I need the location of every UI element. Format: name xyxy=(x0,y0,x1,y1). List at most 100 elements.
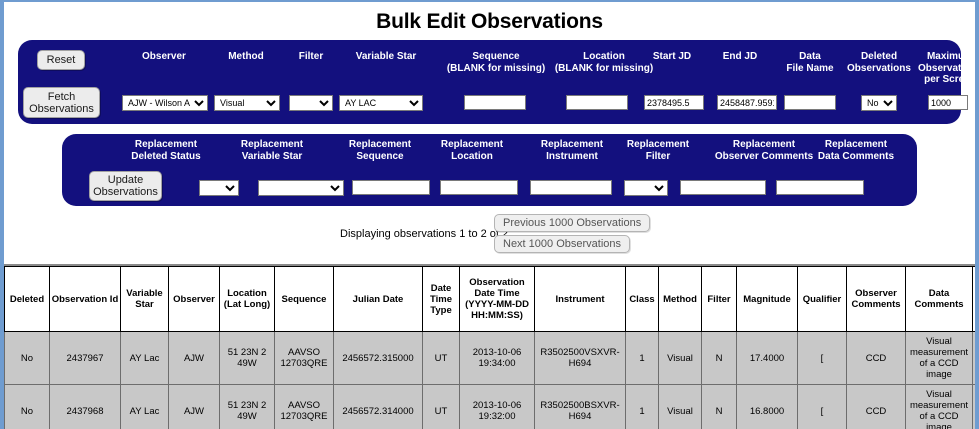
replacement-input-repl-variable-star[interactable] xyxy=(258,180,344,196)
table-header-cell: Method xyxy=(658,266,702,332)
filter-label-startjd: Start JD xyxy=(652,51,692,62)
replacement-input-repl-location[interactable] xyxy=(440,180,518,195)
table-cell: AY Lac xyxy=(120,384,169,429)
table-cell: AJW xyxy=(168,331,220,385)
table-cell: AY Lac xyxy=(120,331,169,385)
filter-label-location: Location(BLANK for missing) xyxy=(554,51,654,74)
table-cell: R3502500BSXVR-H694 xyxy=(534,384,626,429)
table-header-cell: Class xyxy=(625,266,659,332)
filter-input-deletedobs[interactable]: No xyxy=(861,95,897,111)
replacement-input-repl-observer-comments[interactable] xyxy=(680,180,766,195)
pagination-bar: Displaying observations 1 to 2 of 2. Pre… xyxy=(4,212,975,254)
table-cell: 2437968 xyxy=(49,384,121,429)
table-cell: Visual measurement of a CCD image xyxy=(905,331,973,385)
table-cell: [ xyxy=(797,384,847,429)
fetch-observations-button[interactable]: Fetch Observations xyxy=(23,87,100,118)
filter-label-observer: Observer xyxy=(142,51,186,62)
filter-input-sequence[interactable] xyxy=(464,95,526,110)
table-cell: 2013-10-06 19:32:00 xyxy=(459,384,535,429)
table-cell: 2437967 xyxy=(49,331,121,385)
filter-input-observer[interactable]: AJW - Wilson A J xyxy=(122,95,208,111)
table-cell: 2013-10-06 19:34:00 xyxy=(459,331,535,385)
table-cell: UT xyxy=(422,331,460,385)
replacement-input-repl-data-comments[interactable] xyxy=(776,180,864,195)
table-header-cell: Julian Date xyxy=(333,266,423,332)
next-1000-observations-button[interactable]: Next 1000 Observations xyxy=(494,235,631,253)
table-cell: 2456572.314000 xyxy=(333,384,423,429)
table-header-cell: Observer xyxy=(168,266,220,332)
browser-frame-top-edge xyxy=(0,0,979,2)
table-header-cell: Instrument xyxy=(534,266,626,332)
replacement-input-repl-filter[interactable] xyxy=(624,180,668,196)
table-header-cell: Observation Id xyxy=(49,266,121,332)
table-cell: 2014-02-22 15:07:28 xyxy=(972,384,975,429)
table-cell: 51 23N 2 49W xyxy=(219,331,275,385)
replacement-input-repl-sequence[interactable] xyxy=(352,180,430,195)
table-cell: No xyxy=(4,331,50,385)
table-cell: 16.8000 xyxy=(736,384,798,429)
filter-input-filter[interactable] xyxy=(289,95,333,111)
filter-input-variable[interactable]: AY LAC xyxy=(339,95,423,111)
table-header-cell: Observer Comments xyxy=(846,266,906,332)
table-cell: Visual measurement of a CCD image xyxy=(905,384,973,429)
table-cell: UT xyxy=(422,384,460,429)
browser-frame-left-edge xyxy=(0,0,4,429)
table-header-cell: Location (Lat Long) xyxy=(219,266,275,332)
filter-label-sequence: Sequence(BLANK for missing) xyxy=(446,51,546,74)
filter-input-endjd[interactable] xyxy=(717,95,777,110)
table-header-cell: Variable Star xyxy=(120,266,169,332)
filter-input-datafile[interactable] xyxy=(784,95,836,110)
filter-input-maxobs[interactable] xyxy=(928,95,968,110)
replacement-input-repl-instrument[interactable] xyxy=(530,180,612,195)
filter-input-method[interactable]: Visual xyxy=(214,95,280,111)
table-header-cell: Deleted xyxy=(4,266,50,332)
displaying-count-text: Displaying observations 1 to 2 of 2. xyxy=(340,228,512,240)
table-cell: No xyxy=(4,384,50,429)
table-cell: AAVSO 12703QRE xyxy=(274,384,334,429)
filter-label-method: Method xyxy=(228,51,264,62)
table-header-cell: Observation Date Time (YYYY-MM-DD HH:MM:… xyxy=(459,266,535,332)
table-header-cell: Magnitude xyxy=(736,266,798,332)
table-cell: 2456572.315000 xyxy=(333,331,423,385)
table-header-cell: Date Time Type xyxy=(422,266,460,332)
previous-1000-observations-button[interactable]: Previous 1000 Observations xyxy=(494,214,651,232)
table-header-cell: Data Comments xyxy=(905,266,973,332)
table-cell: Visual xyxy=(658,384,702,429)
table-cell: R3502500VSXVR-H694 xyxy=(534,331,626,385)
table-cell: AJW xyxy=(168,384,220,429)
table-cell: 17.4000 xyxy=(736,331,798,385)
reset-button[interactable]: Reset xyxy=(37,50,85,70)
table-cell: N xyxy=(701,331,737,385)
filter-input-startjd[interactable] xyxy=(644,95,704,110)
table-header-cell: Filter xyxy=(701,266,737,332)
table-cell: CCD xyxy=(846,384,906,429)
table-cell: AAVSO 12703QRE xyxy=(274,331,334,385)
table-cell: 1 xyxy=(625,384,659,429)
browser-frame-right-edge xyxy=(975,0,979,429)
table-cell: N xyxy=(701,384,737,429)
replacement-input-repl-deleted-status[interactable] xyxy=(199,180,239,196)
update-observations-button[interactable]: Update Observations xyxy=(89,171,162,201)
filter-label-endjd: End JD xyxy=(722,51,758,62)
filter-input-location[interactable] xyxy=(566,95,628,110)
table-cell: 1 xyxy=(625,331,659,385)
filter-label-maxobs: MaximumObservationsper Screen xyxy=(918,51,975,85)
